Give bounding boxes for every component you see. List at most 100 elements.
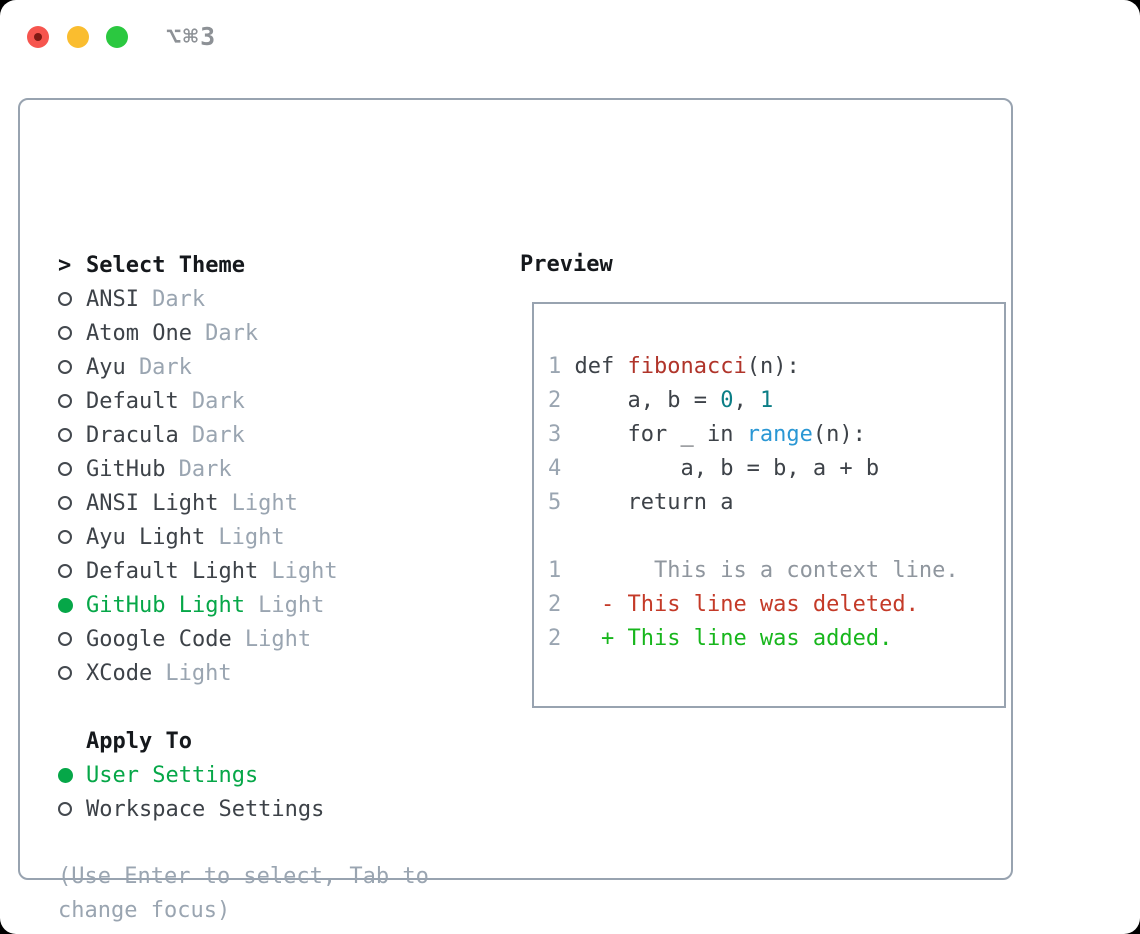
code-segment: 1 [759, 388, 774, 413]
code-segment: 0 [720, 388, 734, 413]
item-label: Google Code [86, 626, 232, 652]
list-item[interactable]: User Settings [58, 758, 498, 792]
item-label: Ayu Light [86, 524, 206, 550]
radio-selected-icon [58, 597, 73, 613]
apply-to-header: Apply To [58, 724, 498, 758]
code-segment: 1 [548, 354, 575, 379]
list-item[interactable]: Atom One Dark [58, 316, 498, 350]
code-segment: a, b = [574, 388, 721, 413]
radio-icon [58, 802, 72, 816]
hint-line-2: change focus) [58, 898, 231, 923]
prompt-icon: > [58, 252, 72, 278]
item-variant: Dark [205, 320, 259, 346]
item-label: Workspace Settings [86, 796, 325, 822]
item-variant: Light [271, 558, 338, 584]
item-variant: Light [258, 592, 325, 618]
select-theme-title: Select Theme [86, 252, 245, 278]
list-item[interactable]: XCode Light [58, 656, 498, 690]
radio-icon [58, 326, 72, 340]
minimize-button[interactable] [67, 26, 89, 48]
code-segment: + This line was added. [574, 626, 893, 651]
code-segment: def [574, 354, 628, 379]
item-label: XCode [86, 660, 153, 686]
code-segment: 3 [548, 422, 575, 447]
list-item[interactable]: Workspace Settings [58, 792, 498, 826]
radio-icon [58, 666, 72, 680]
radio-icon [58, 292, 72, 306]
spacer [58, 690, 498, 724]
item-variant: Light [165, 660, 232, 686]
code-segment: - This line was deleted. [574, 592, 919, 617]
code-segment: , [733, 388, 760, 413]
radio-selected-icon [58, 767, 73, 783]
list-item[interactable]: Default Light Light [58, 554, 498, 588]
code-segment: 2 [548, 388, 575, 413]
code-segment: for _ in [574, 422, 747, 447]
code-segment: (n): [746, 354, 800, 379]
code-segment: 5 [548, 490, 575, 515]
radio-icon [58, 428, 72, 442]
radio-icon [58, 360, 72, 374]
item-label: Default [86, 388, 179, 414]
code-segment: This is a context line. [574, 558, 959, 583]
code-segment: a, b = b, a + b [574, 456, 880, 481]
item-label: GitHub Light [86, 592, 245, 618]
item-variant: Dark [191, 422, 245, 448]
close-button[interactable] [27, 26, 49, 48]
zoom-button[interactable] [106, 26, 128, 48]
item-variant: Dark [178, 456, 232, 482]
code-line: 1 def fibonacci(n): [548, 350, 1004, 384]
item-label: Atom One [86, 320, 192, 346]
code-segment: fibonacci [627, 354, 747, 379]
radio-icon [58, 462, 72, 476]
apply-to-title: Apply To [86, 728, 192, 754]
code-segment: 2 [548, 592, 575, 617]
item-label: Ayu [86, 354, 126, 380]
code-segment: return a [574, 490, 734, 515]
item-label: GitHub [86, 456, 166, 482]
item-label: ANSI Light [86, 490, 219, 516]
code-segment: range [746, 422, 813, 447]
code-line: 3 for _ in range(n): [548, 418, 1004, 452]
code-line [548, 520, 1004, 554]
code-segment: 2 [548, 626, 575, 651]
item-label: Default Light [86, 558, 259, 584]
item-variant: Light [231, 490, 298, 516]
list-item[interactable]: GitHub Light Light [58, 588, 498, 622]
window-title: ⌥⌘3 [166, 22, 218, 51]
code-line: 2 - This line was deleted. [548, 588, 1004, 622]
item-label: User Settings [86, 762, 259, 788]
code-segment: (n): [812, 422, 866, 447]
list-item[interactable]: Dracula Dark [58, 418, 498, 452]
list-item[interactable]: ANSI Light Light [58, 486, 498, 520]
radio-icon [58, 564, 72, 578]
list-item[interactable]: GitHub Dark [58, 452, 498, 486]
item-variant: Dark [152, 286, 206, 312]
code-line: 2 a, b = 0, 1 [548, 384, 1004, 418]
list-item[interactable]: Google Code Light [58, 622, 498, 656]
code-line: 2 + This line was added. [548, 622, 1004, 656]
item-variant: Dark [138, 354, 192, 380]
item-variant: Light [218, 524, 285, 550]
hint-line-1: (Use Enter to select, Tab to [58, 864, 429, 889]
item-variant: Light [244, 626, 312, 652]
list-item[interactable]: Ayu Dark [58, 350, 498, 384]
radio-icon [58, 530, 72, 544]
radio-icon [58, 496, 72, 510]
code-segment: 1 [548, 558, 575, 583]
item-label: Dracula [86, 422, 179, 448]
radio-icon [58, 394, 72, 408]
code-segment: 4 [548, 456, 575, 481]
list-item[interactable]: Ayu Light Light [58, 520, 498, 554]
select-theme-header: > Select Theme [58, 248, 498, 282]
code-line: 4 a, b = b, a + b [548, 452, 1004, 486]
